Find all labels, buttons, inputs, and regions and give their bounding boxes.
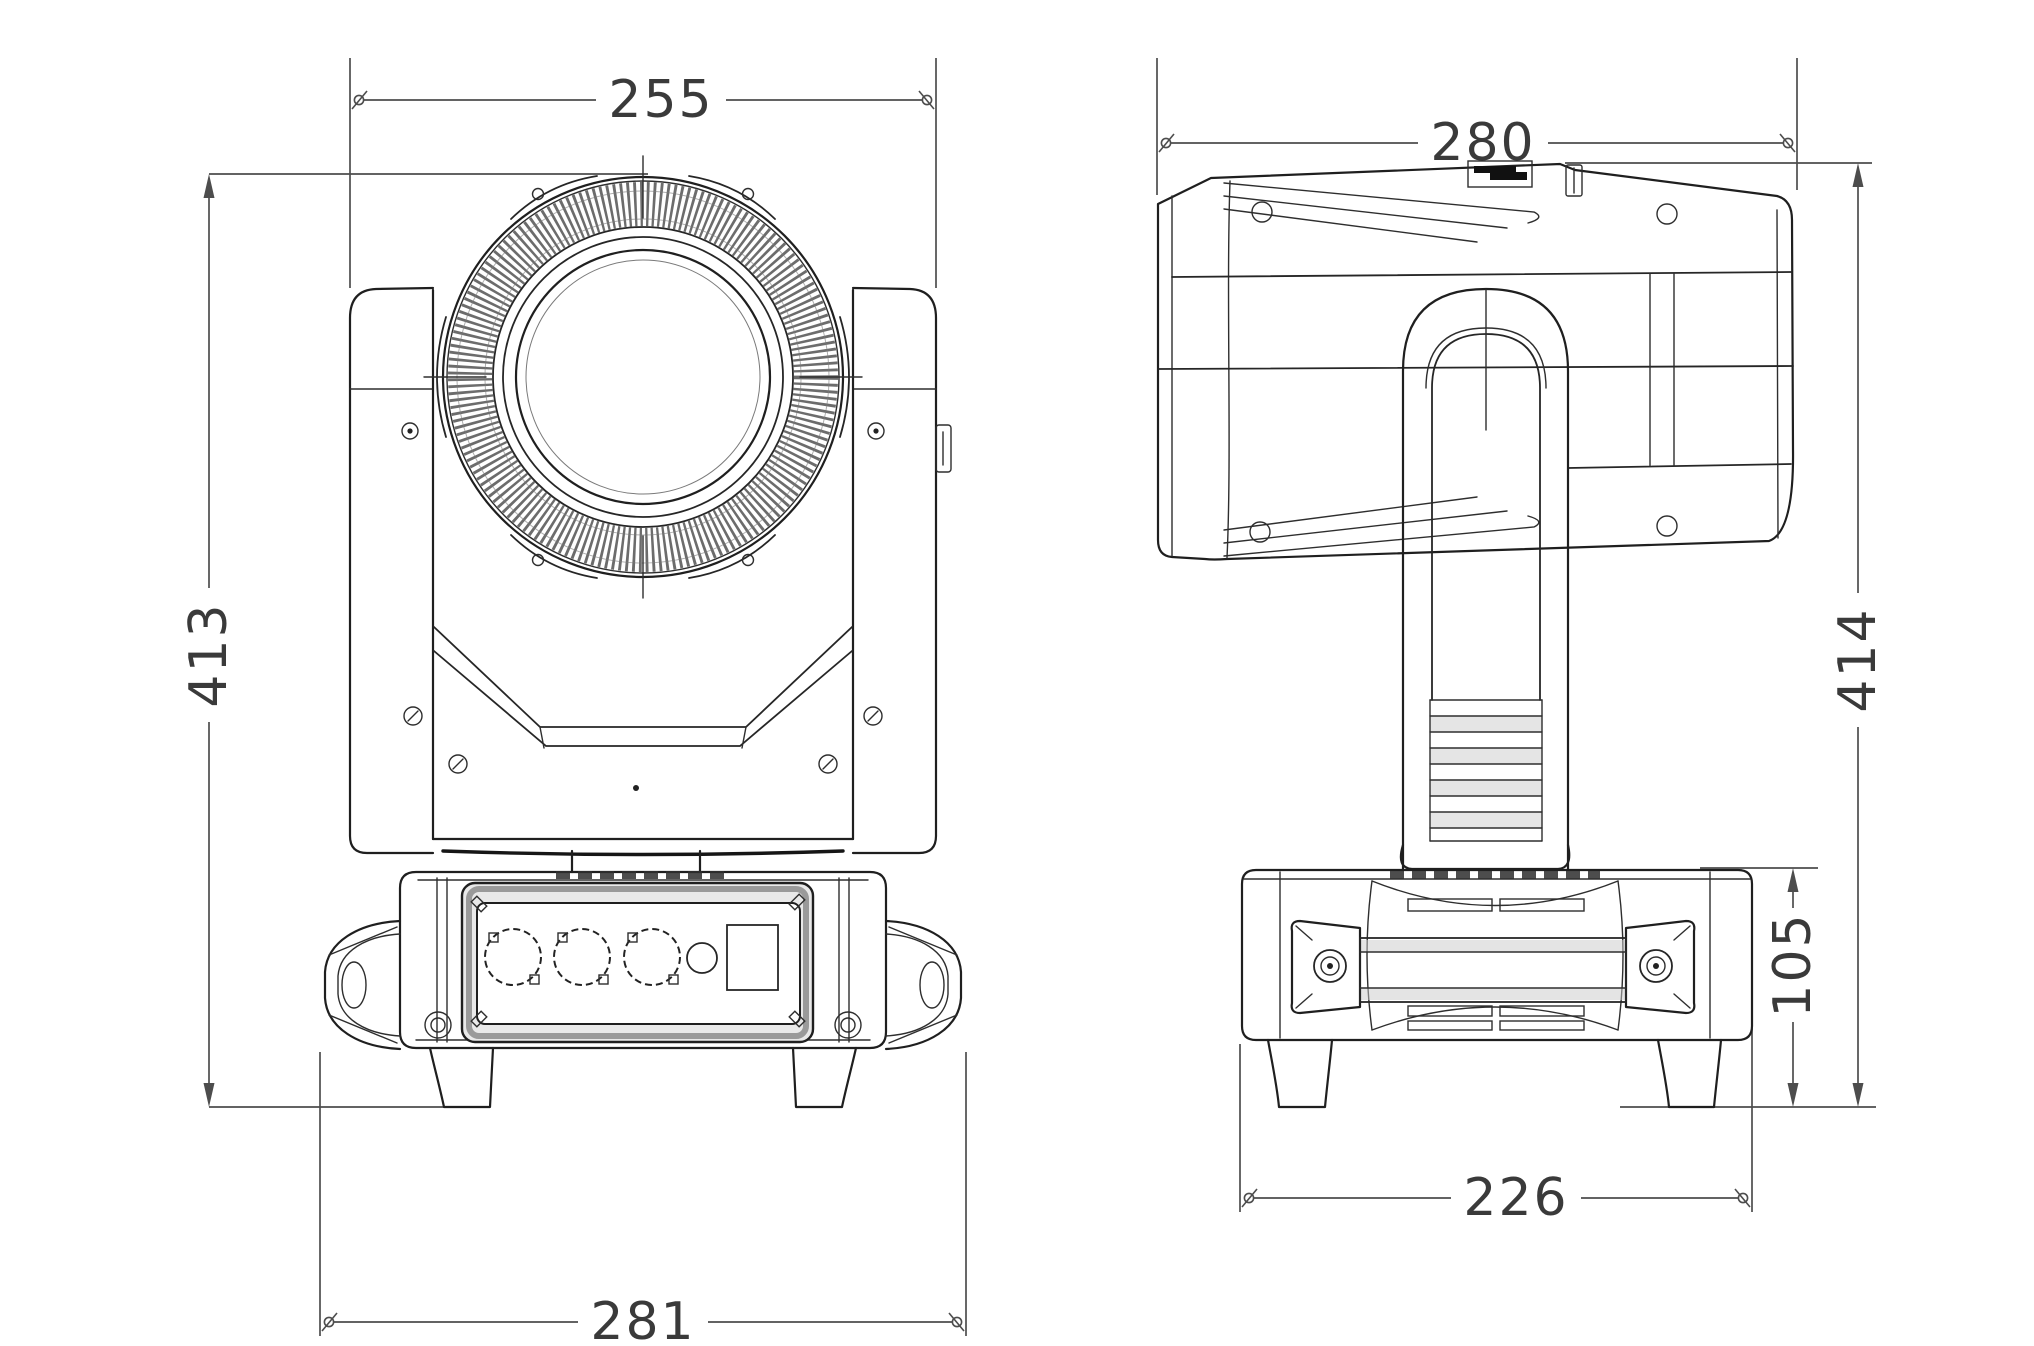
- side-foot-right: [1656, 1038, 1723, 1109]
- side-bottom-wedge-lines: [1223, 496, 1540, 557]
- screw-icon: [470, 895, 488, 913]
- screw-icon: [403, 706, 423, 726]
- front-base: [323, 870, 963, 1051]
- front-head-body: [403, 288, 883, 857]
- handle-screw: [1313, 949, 1347, 983]
- side-yoke-fins: [1429, 699, 1543, 842]
- xlr-connector: [623, 928, 681, 986]
- screw-icon: [741, 187, 755, 201]
- screw-icon: [1656, 203, 1678, 225]
- screw-icon: [1249, 521, 1271, 543]
- screw-icon: [867, 422, 885, 440]
- front-view: 255 413 281: [179, 58, 967, 1346]
- lens-glass: [514, 248, 772, 506]
- screw-icon: [424, 1011, 452, 1039]
- side-dim-base-depth-value: 226: [1463, 1168, 1568, 1228]
- screw-icon: [1656, 515, 1678, 537]
- head-screws: [403, 706, 883, 774]
- grille-arc: [1371, 1006, 1619, 1031]
- panel-corner-screws: [470, 893, 806, 1028]
- lens-retainer-ring: [502, 236, 784, 518]
- side-dim-overall-height-value: 414: [1828, 607, 1888, 712]
- aux-connector: [686, 942, 718, 974]
- handle-screw: [1639, 949, 1673, 983]
- front-dim-base-width-value: 281: [590, 1292, 695, 1346]
- front-handle-right: [884, 919, 963, 1051]
- front-chevron-detail: [433, 626, 853, 749]
- pilot-dot: [633, 785, 639, 791]
- screw-icon: [788, 893, 806, 911]
- xlr-connector: [484, 928, 542, 986]
- front-neck: [570, 849, 702, 874]
- front-dim-head-width-value: 255: [608, 70, 713, 130]
- side-base-slats: [1407, 898, 1585, 1031]
- screw-icon: [531, 187, 545, 201]
- front-foot-right: [791, 1046, 858, 1109]
- front-dim-overall-height-value: 413: [179, 602, 239, 707]
- lens-knurled-ring: [448, 182, 838, 572]
- side-handle: [1290, 919, 1696, 1015]
- bezel-screws: [531, 187, 755, 567]
- front-yoke-arm-right: [851, 286, 952, 855]
- screw-icon: [788, 1010, 806, 1028]
- side-top-wedge-lines: [1223, 182, 1540, 243]
- xlr-connector: [553, 928, 611, 986]
- front-foot-left: [428, 1046, 495, 1109]
- screw-icon: [448, 754, 468, 774]
- screw-icon: [470, 1010, 488, 1028]
- front-dim-head-width: 255: [349, 58, 937, 288]
- side-dim-head-depth-value: 280: [1430, 113, 1535, 173]
- base-screws: [424, 1011, 862, 1039]
- side-dim-head-depth: 280: [1156, 58, 1798, 195]
- screw-icon: [401, 422, 419, 440]
- front-dim-overall-height: 413: [179, 173, 648, 1108]
- front-connector-panel: [460, 881, 815, 1044]
- side-dim-base-height: 105: [1700, 867, 1823, 1107]
- arm-latch: [935, 424, 952, 473]
- side-head: [1156, 160, 1795, 561]
- front-handle-left: [323, 919, 402, 1051]
- power-switch: [726, 924, 779, 991]
- front-yoke-arm-left: [348, 286, 435, 855]
- screw-icon: [834, 1011, 862, 1039]
- screw-icon: [863, 706, 883, 726]
- side-view: 280 414 105 226: [1156, 58, 1888, 1228]
- side-foot-left: [1266, 1038, 1334, 1109]
- front-lens-assembly: [423, 155, 863, 599]
- grille-arc: [1371, 880, 1619, 907]
- center-marks: [423, 155, 863, 599]
- side-dim-base-height-value: 105: [1763, 912, 1823, 1017]
- head-lock-clamp: [1467, 160, 1583, 197]
- front-dim-base-width: 281: [319, 1052, 967, 1346]
- screw-icon: [531, 553, 545, 567]
- side-head-screws: [1249, 201, 1678, 543]
- side-base: [1240, 868, 1754, 1042]
- side-dim-overall-height: 414: [1565, 162, 1888, 1108]
- yoke-foot-flare: [1399, 843, 1571, 871]
- screw-icon: [1251, 201, 1273, 223]
- screw-icon: [741, 553, 755, 567]
- side-yoke-arm: [1399, 287, 1571, 872]
- screw-icon: [818, 754, 838, 774]
